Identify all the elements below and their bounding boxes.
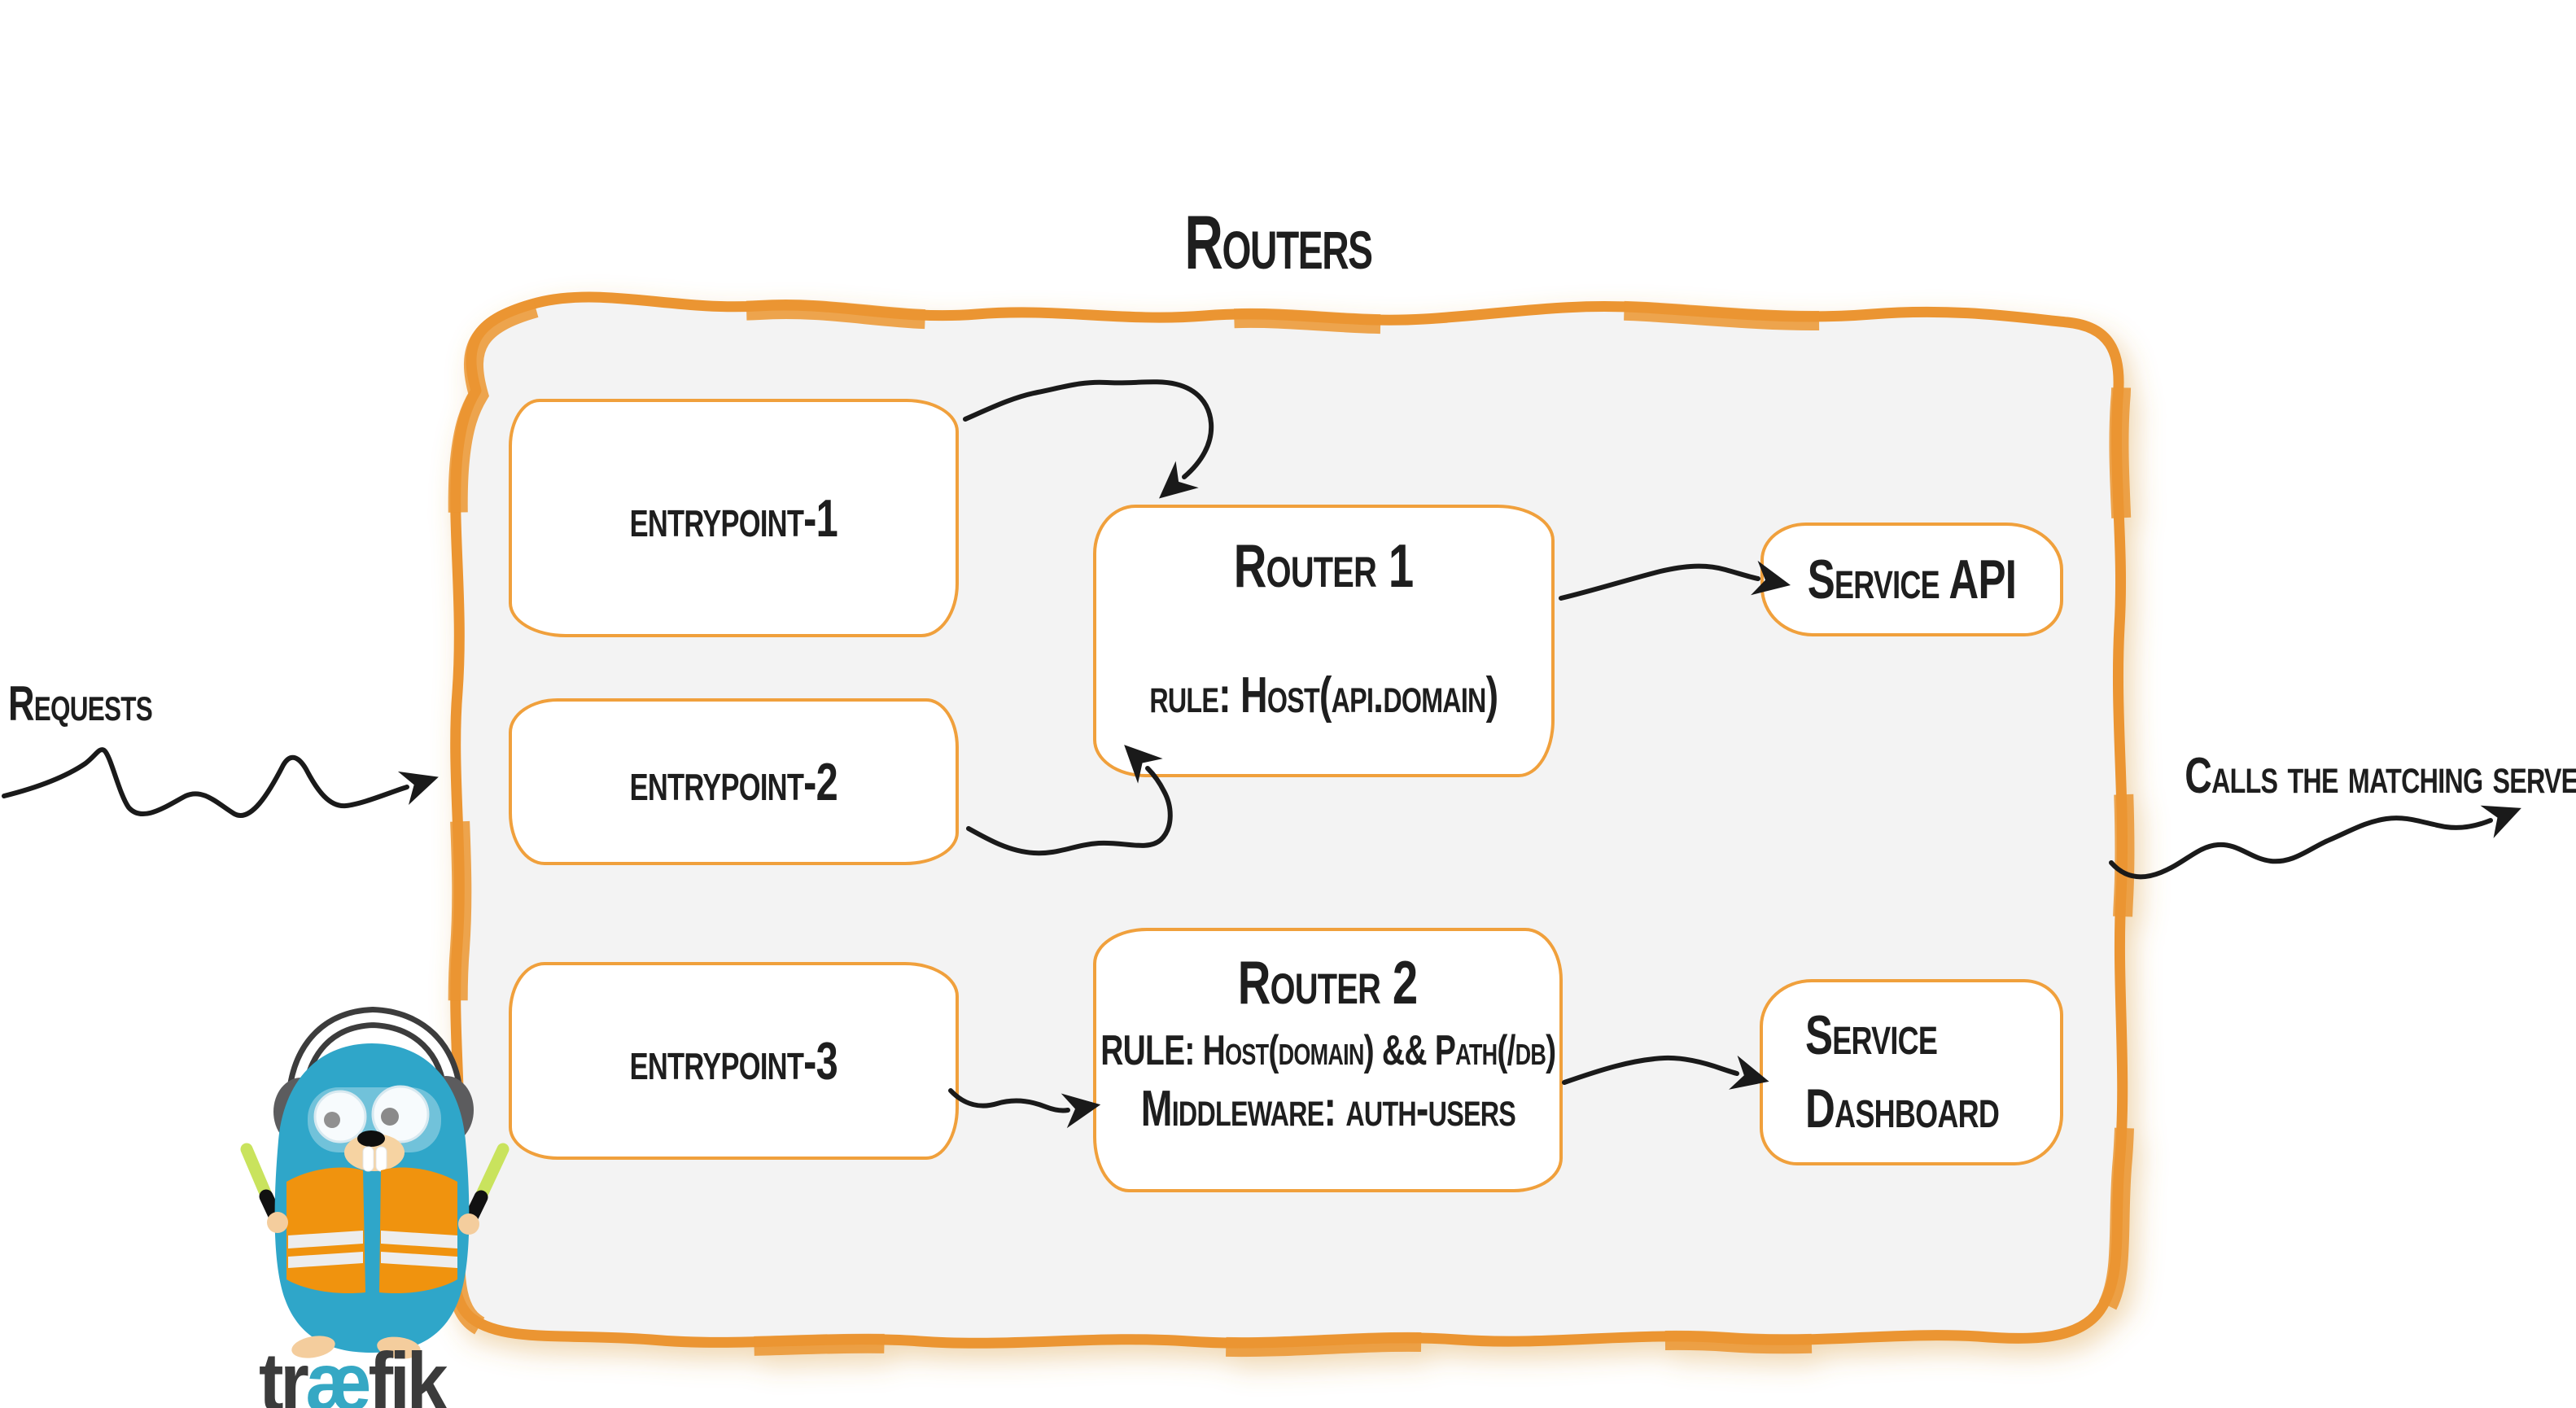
right-goggle-lens-icon [371, 1085, 430, 1143]
arrow-router1-service-api [1559, 560, 1791, 601]
right-wand-icon [473, 1143, 510, 1206]
left-ear-cup-rim [315, 1080, 333, 1143]
entrypoint-3-box: entrypoint-3 [509, 962, 959, 1160]
vest-left-panel [286, 1167, 365, 1294]
arrow-entrypoint3-router2 [948, 1088, 1101, 1129]
router-2-title-text: Router 2 [1238, 948, 1418, 1017]
left-wand-icon [240, 1143, 274, 1205]
service-dashboard-box: Service Dashboard [1760, 979, 2063, 1165]
diagram-title: Routers [1066, 199, 1489, 286]
left-hand [267, 1212, 288, 1233]
left-wand-handle [259, 1189, 285, 1228]
right-ear-cup-icon [418, 1076, 474, 1144]
requests-label-text: Requests [8, 676, 153, 731]
arrow-entrypoint1-router1 [963, 379, 1214, 499]
diagram-title-text: Routers [1183, 199, 1373, 285]
right-hand [458, 1213, 479, 1235]
calls-server-label-text: Calls the matching server [2185, 748, 2576, 804]
gopher-muzzle [344, 1134, 405, 1171]
service-dashboard-line-2: Dashboard [1805, 1077, 2000, 1139]
router-2-middleware-text: Middleware: auth-users [1140, 1080, 1515, 1137]
arrow-requests [2, 747, 439, 818]
calls-server-label: Calls the matching server [2116, 747, 2576, 805]
entrypoint-2-box: entrypoint-2 [509, 698, 959, 865]
entrypoint-1-box: entrypoint-1 [509, 399, 959, 637]
router-2-middleware: Middleware: auth-users [1078, 1080, 1578, 1138]
vest-stripe-left-2 [288, 1252, 363, 1268]
traefik-gopher-logo [240, 1006, 510, 1359]
right-ear-cup-rim [414, 1078, 432, 1142]
router-1-box: Router 1 rule: Host(api.domain) [1093, 505, 1555, 777]
right-wand-handle [461, 1190, 488, 1230]
gopher-body [274, 1043, 470, 1353]
service-dashboard-label: Service Dashboard [1805, 999, 2063, 1146]
right-eye-pupil [381, 1108, 399, 1126]
vest-right-panel [379, 1167, 457, 1294]
left-goggle-lens-icon [313, 1090, 367, 1143]
service-api-label: Service API [1807, 549, 2017, 610]
service-api-box: Service API [1760, 523, 2063, 636]
router-2-title: Router 2 [1208, 949, 1447, 1017]
traefik-wordmark: træfik [259, 1335, 465, 1408]
entrypoint-1-label: entrypoint-1 [629, 488, 838, 548]
left-ear-cup-icon [273, 1078, 329, 1146]
router-2-box: Router 2 RULE: Host(domain) && Path(/db)… [1093, 928, 1563, 1192]
wordmark-tr: tr [259, 1336, 309, 1408]
arrow-entrypoint2-router1 [966, 745, 1173, 856]
entrypoint-2-label: entrypoint-2 [629, 752, 838, 811]
router-2-rule-text: RULE: Host(domain) && Path(/db) [1100, 1026, 1556, 1074]
router-1-title: Router 1 [1204, 532, 1443, 600]
arrow-calls-server [2109, 805, 2521, 880]
headphones-band-highlight [291, 1012, 457, 1105]
router-1-title-text: Router 1 [1234, 531, 1414, 600]
requests-label: Requests [8, 676, 200, 732]
gopher-nose-icon [357, 1130, 385, 1147]
left-eye-pupil [324, 1112, 340, 1128]
service-dashboard-line-1: Service [1805, 1004, 1938, 1066]
vest-stripe-right-1 [381, 1231, 457, 1248]
wordmark-fik: fik [368, 1336, 448, 1408]
gopher-tooth-left [362, 1146, 374, 1172]
gopher-tooth-right [375, 1146, 387, 1172]
router-2-rule: RULE: Host(domain) && Path(/db) [1025, 1026, 1632, 1075]
headphones-band-icon [286, 1006, 463, 1111]
goggles-band [308, 1087, 441, 1152]
router-1-rule-text: rule: Host(api.domain) [1149, 667, 1499, 724]
traefik-wordmark-text: træfik [259, 1335, 448, 1408]
entrypoint-3-label: entrypoint-3 [629, 1031, 838, 1091]
vest-stripe-left-1 [288, 1231, 363, 1248]
router-1-rule: rule: Host(api.domain) [1091, 667, 1556, 724]
vest-stripe-right-2 [381, 1252, 457, 1268]
wordmark-ae: æ [305, 1336, 372, 1408]
